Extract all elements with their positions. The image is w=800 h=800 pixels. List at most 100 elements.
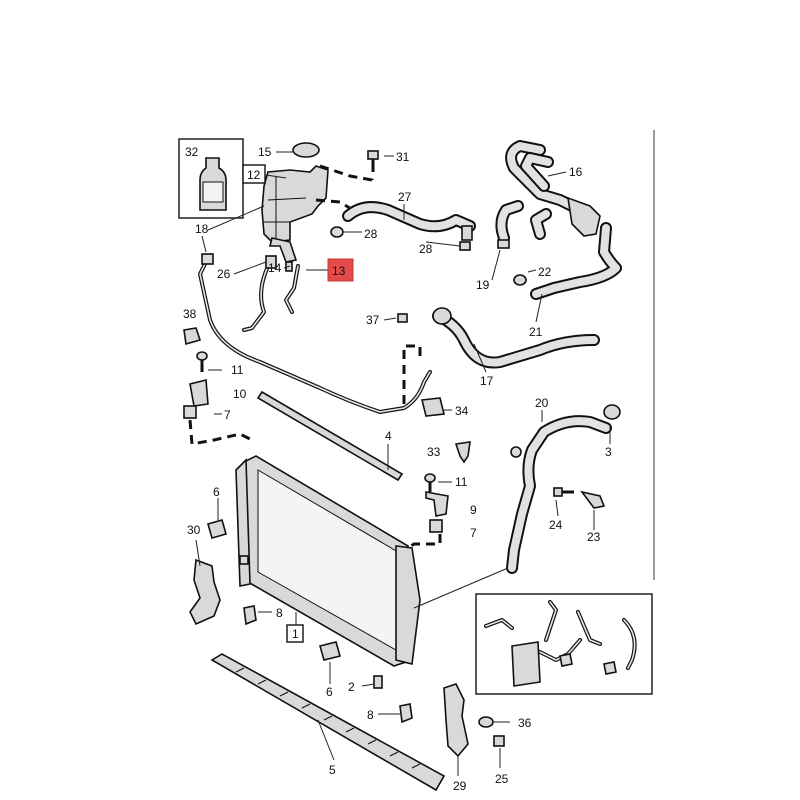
callout-8-left: 8 (276, 606, 283, 620)
callout-11-right: 11 (455, 475, 468, 489)
dashed-link (188, 419, 253, 446)
callout-4: 4 (385, 429, 392, 443)
callout-12: 12 (247, 168, 261, 182)
callout-38: 38 (183, 307, 197, 321)
pipe-connector-18 (201, 253, 214, 265)
bolt-25 (493, 735, 505, 747)
callout-34: 34 (455, 404, 469, 418)
washer-36 (478, 716, 494, 728)
callout-18: 18 (195, 222, 209, 236)
hose-27 (330, 201, 476, 251)
callout-7-left: 7 (224, 408, 231, 422)
dashed-link (407, 534, 442, 550)
bracket-34 (421, 397, 445, 417)
leader (473, 343, 487, 373)
callout-10: 10 (233, 387, 247, 401)
callout-21: 21 (529, 325, 543, 339)
bracket-left (183, 378, 209, 419)
callout-15: 15 (258, 145, 272, 159)
callout-31: 31 (396, 150, 410, 164)
callout-20: 20 (535, 396, 549, 410)
bolt-11-right (424, 473, 436, 492)
callout-6-left: 6 (213, 485, 220, 499)
callout-33: 33 (427, 445, 441, 459)
callout-28-b: 28 (419, 242, 433, 256)
hose-20 (506, 404, 621, 574)
callout-11-left: 11 (231, 363, 244, 377)
coolant-bottle-label (202, 181, 224, 203)
hose-21 (513, 222, 622, 300)
leader (535, 293, 543, 323)
sensor-23 (580, 490, 606, 509)
callout-23: 23 (587, 530, 601, 544)
clamp-19 (497, 239, 510, 249)
leader (527, 269, 537, 273)
mount-6-right (319, 641, 341, 661)
leader (265, 174, 287, 179)
callout-19: 19 (476, 278, 490, 292)
bracket-30 (189, 558, 221, 626)
callout-32: 32 (185, 145, 199, 159)
clamp-3 (603, 404, 621, 420)
leader (201, 235, 207, 253)
callout-30: 30 (187, 523, 201, 537)
leader (555, 499, 559, 517)
callout-6-right: 6 (326, 685, 333, 699)
inset-cooler (511, 641, 541, 687)
callout-28-a: 28 (364, 227, 378, 241)
leader (195, 539, 201, 567)
seal-strip-4 (256, 390, 404, 482)
dashed-link (319, 164, 374, 186)
bolt-31 (367, 150, 379, 172)
callout-16: 16 (569, 165, 583, 179)
dashed-link (402, 344, 422, 404)
callout-13: 13 (332, 264, 346, 278)
bracket-9 (425, 491, 449, 533)
callout-36: 36 (518, 716, 532, 730)
leader (233, 261, 267, 275)
leader (383, 317, 397, 321)
expansion-tank-cap (292, 142, 320, 158)
hose-19 (495, 200, 552, 249)
callout-29: 29 (453, 779, 467, 793)
clip-38 (183, 327, 202, 346)
callout-box-1 (286, 624, 304, 643)
pipe-10 (198, 253, 432, 414)
callout-14: 14 (268, 261, 282, 275)
leader (207, 205, 265, 231)
mount-7-right (429, 519, 443, 533)
mount-8-right (399, 703, 413, 724)
leader (361, 683, 375, 687)
leader (425, 241, 461, 247)
callout-27: 27 (398, 190, 412, 204)
radiator-1 (235, 455, 421, 667)
leader (491, 249, 501, 281)
mount-6-left (207, 519, 227, 539)
leader (413, 567, 509, 609)
pipe-26 (242, 255, 300, 332)
clamp-28a (330, 226, 344, 238)
bolt-11-left (196, 351, 208, 372)
clip-33 (454, 441, 471, 464)
callout-box-12 (242, 164, 266, 184)
callout-25: 25 (495, 772, 509, 786)
callout-37: 37 (366, 313, 380, 327)
bracket-29 (443, 683, 469, 758)
mount-8-left (243, 605, 257, 626)
callout-22: 22 (538, 265, 552, 279)
callout-17: 17 (480, 374, 494, 388)
callout-box-13-highlighted (327, 258, 354, 282)
callout-2: 2 (348, 680, 355, 694)
callout-24: 24 (549, 518, 563, 532)
leader (547, 171, 567, 177)
splash-shield-5 (210, 653, 446, 792)
coolant-bottle-box (178, 138, 244, 219)
clamp-28b (459, 241, 471, 251)
clamp-22 (513, 274, 527, 286)
leader (317, 719, 335, 761)
callout-9: 9 (470, 503, 477, 517)
expansion-tank (261, 142, 329, 263)
callout-7-right: 7 (470, 526, 477, 540)
hose-16 (505, 140, 601, 237)
